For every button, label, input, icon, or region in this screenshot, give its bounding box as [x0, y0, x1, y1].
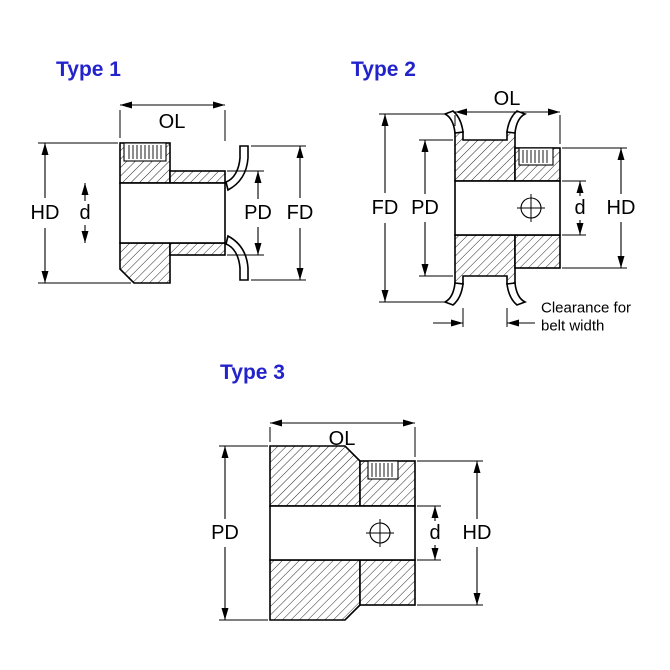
type3-dim-ol: OL [269, 419, 416, 457]
type2-label-pd: PD [411, 197, 439, 219]
type3-label-ol: OL [329, 428, 356, 450]
type2-part-section [443, 110, 561, 306]
type1-flange-top [225, 145, 249, 192]
type1-drawing: OL HD d PD FD [31, 101, 314, 284]
type2-dim-pd: PD [411, 139, 453, 277]
type1-dim-pd: PD [227, 170, 272, 256]
type2-title: Type 2 [351, 58, 416, 81]
type1-part-section [119, 142, 249, 284]
type3-setscrew-thread [367, 460, 399, 480]
type2-label-d: d [574, 197, 585, 219]
type2-label-fd: FD [372, 197, 399, 219]
type2-dim-d: d [562, 180, 586, 236]
type2-label-hd: HD [607, 197, 636, 219]
type2-flange-bottom-left [443, 282, 464, 306]
type3-label-d: d [429, 522, 440, 544]
type2-clearance-note-line2: belt width [541, 318, 604, 335]
type3-title: Type 3 [220, 361, 285, 384]
type2-clearance-note-line1: Clearance for [541, 300, 631, 317]
type1-flange-bottom [225, 234, 249, 281]
type2-label-ol: OL [494, 88, 521, 110]
type3-dim-hd: HD [417, 460, 492, 606]
type1-bore [119, 182, 226, 244]
type1-label-pd: PD [244, 202, 272, 224]
type1-dim-hd: HD [31, 142, 131, 284]
type2-setscrew-thread [518, 147, 554, 166]
type2-dim-ol: OL [454, 88, 561, 144]
type2-drawing: OL FD PD d HD [372, 88, 636, 335]
type1-label-fd: FD [287, 202, 314, 224]
type1-dim-d: d [79, 183, 91, 243]
type1-dim-ol: OL [119, 101, 226, 141]
type3-dim-d: d [417, 505, 441, 561]
type1-dim-fd: FD [251, 145, 314, 281]
type3-dim-pd: PD [211, 445, 268, 621]
type2-clearance-callout: Clearance for belt width [433, 300, 631, 335]
type2-dim-fd: FD [372, 113, 447, 303]
type1-title: Type 1 [56, 58, 121, 81]
type2-flange-top-left [443, 110, 464, 134]
type3-label-hd: HD [463, 522, 492, 544]
type3-label-pd: PD [211, 522, 239, 544]
type2-flange-bottom-right [506, 282, 527, 306]
type1-label-ol: OL [159, 111, 186, 133]
type1-label-d: d [79, 202, 90, 224]
type1-label-hd: HD [31, 202, 60, 224]
type2-flange-top-right [506, 110, 527, 134]
type3-part-section [269, 445, 416, 621]
type3-drawing: OL PD d HD [211, 419, 492, 621]
type2-dim-hd: HD [562, 147, 636, 269]
